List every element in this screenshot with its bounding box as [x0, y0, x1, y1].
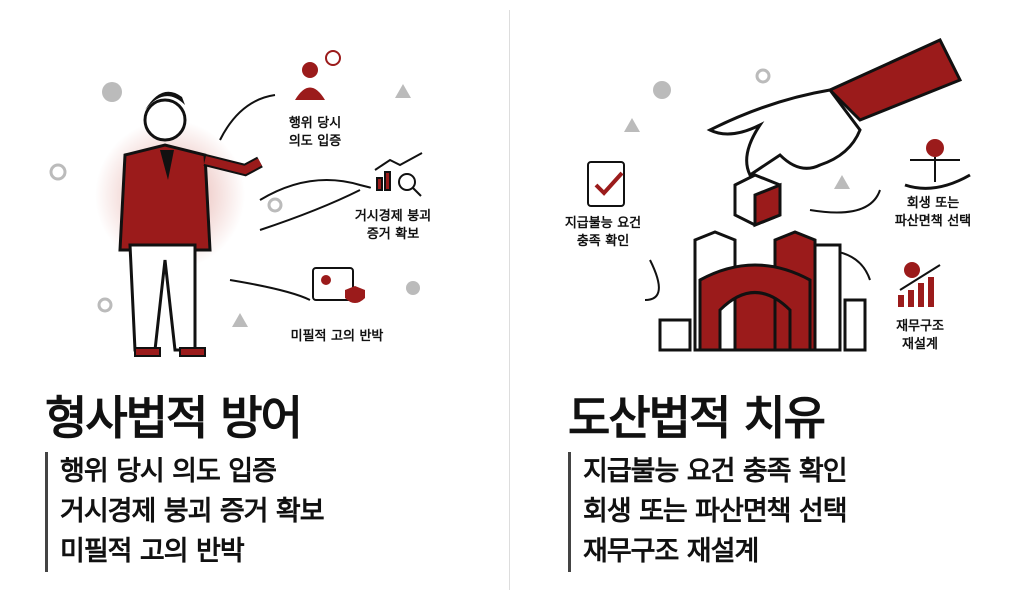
right-title: 도산법적 치유	[568, 391, 826, 445]
right-bullet-list: 지급불능 요건 충족 확인 회생 또는 파산면책 선택 재무구조 재설계	[568, 452, 848, 572]
label-rehab-bankruptcy: 회생 또는 파산면책 선택	[894, 196, 972, 229]
decor-shapes	[49, 68, 850, 327]
bullet-item: 지급불능 요건 충족 확인	[583, 456, 848, 487]
label-dolus-rebuttal: 미필적 고의 반박	[290, 329, 384, 344]
block-structure	[658, 173, 867, 352]
column-divider	[509, 10, 510, 590]
bullet-item: 재무구조 재설계	[583, 536, 759, 567]
financial-chart-icon	[898, 262, 941, 307]
businessman-illustration	[95, 91, 263, 357]
clipboard-check-icon	[587, 161, 625, 207]
illustration	[49, 38, 971, 357]
bullet-item: 행위 당시 의도 입증	[60, 456, 277, 487]
label-macro-evidence: 거시경제 붕괴 증거 확보	[354, 209, 432, 242]
label-insolvency-check: 지급불능 요건 충족 확인	[564, 216, 642, 249]
left-bullet-list: 행위 당시 의도 입증 거시경제 붕괴 증거 확보 미필적 고의 반박	[45, 452, 325, 572]
label-restructure: 재무구조 재설계	[896, 319, 944, 352]
hand-illustration	[706, 38, 963, 178]
label-intent-proof: 행위 당시 의도 입증	[288, 116, 342, 149]
bullet-item: 미필적 고의 반박	[60, 536, 245, 567]
bullet-item: 거시경제 붕괴 증거 확보	[60, 496, 325, 527]
left-title: 형사법적 방어	[45, 391, 303, 445]
scales-money-icon	[904, 139, 971, 190]
connector-lines	[219, 94, 881, 301]
person-alert-icon	[295, 50, 341, 100]
bullet-item: 회생 또는 파산면책 선택	[583, 496, 848, 527]
chart-magnifier-icon	[374, 152, 423, 197]
id-card-shield-icon	[312, 267, 365, 303]
